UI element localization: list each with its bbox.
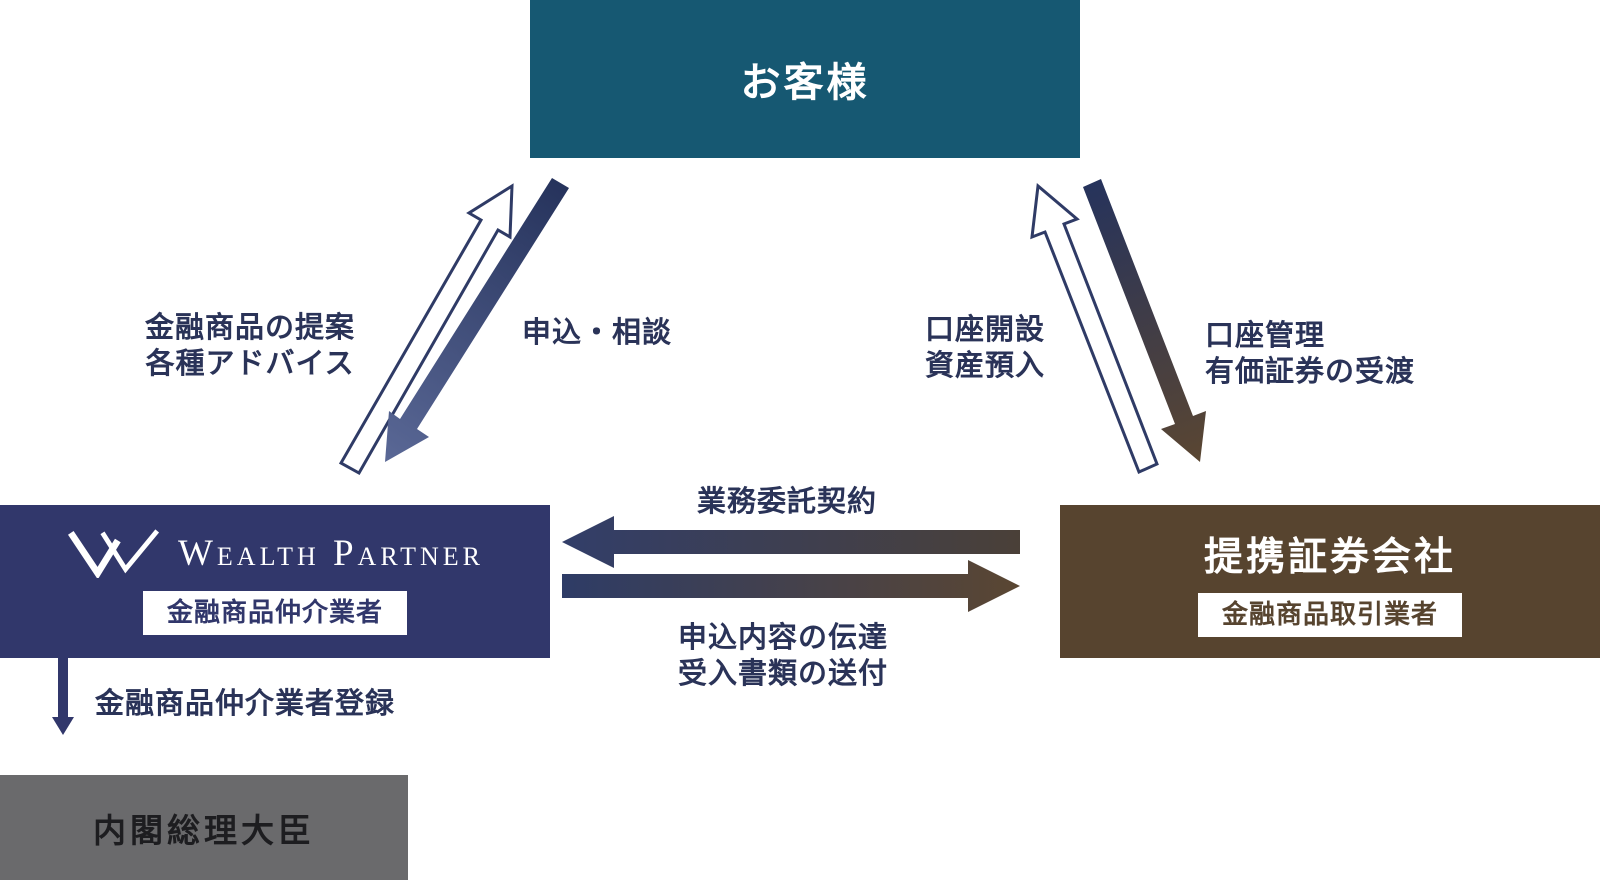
transmission-arrow xyxy=(562,560,1020,612)
application-arrow-label: 申込・相談 xyxy=(522,315,672,351)
application-line1: 申込・相談 xyxy=(522,317,673,349)
regulator-label: 内閣総理大臣 xyxy=(93,811,315,849)
outsourcing-line1: 業務委託契約 xyxy=(697,486,878,518)
proposal-arrow xyxy=(338,183,514,476)
application-arrow xyxy=(385,178,569,462)
account-management-line2: 有価証券の受渡 xyxy=(1205,356,1416,389)
transmission-line2: 受入書類の送付 xyxy=(678,658,889,691)
account-management-arrow xyxy=(1030,183,1159,475)
registration-arrow-label: 金融商品仲介業者登録 xyxy=(95,686,395,722)
account-opening-line2: 資産預入 xyxy=(925,350,1046,383)
registration-line1: 金融商品仲介業者登録 xyxy=(95,688,396,720)
securities-box: 提携証券会社 金融商品取引業者 xyxy=(1060,505,1600,658)
wealth-partner-brand-name: Wealth Partner xyxy=(178,532,484,574)
customer-label: お客様 xyxy=(740,61,870,105)
proposal-line1: 金融商品の提案 xyxy=(145,312,356,344)
customer-box: お客様 xyxy=(530,0,1080,158)
registration-arrow xyxy=(52,658,74,735)
wealth-partner-brand: Wealth Partner xyxy=(66,528,484,579)
transmission-arrow-label: 申込内容の伝達 受入書類の送付 xyxy=(678,620,888,693)
securities-role-chip: 金融商品取引業者 xyxy=(1197,593,1462,637)
regulator-box: 内閣総理大臣 xyxy=(0,775,408,880)
account-management-arrow-label: 口座管理 有価証券の受渡 xyxy=(1205,318,1415,391)
outsourcing-arrow-label: 業務委託契約 xyxy=(697,484,877,520)
account-management-line1: 口座管理 xyxy=(1205,320,1326,352)
account-opening-arrow-label: 口座開設 資産預入 xyxy=(925,312,1045,385)
account-opening-arrow xyxy=(1083,179,1206,462)
proposal-line2: 各種アドバイス xyxy=(145,348,355,381)
account-opening-line1: 口座開設 xyxy=(925,314,1046,346)
wealth-partner-box: Wealth Partner 金融商品仲介業者 xyxy=(0,505,550,658)
outsourcing-arrow xyxy=(562,516,1020,568)
transmission-line1: 申込内容の伝達 xyxy=(678,622,889,654)
securities-role-label: 金融商品取引業者 xyxy=(1221,599,1438,630)
proposal-arrow-label: 金融商品の提案 各種アドバイス xyxy=(145,310,355,383)
wealth-partner-role-chip: 金融商品仲介業者 xyxy=(142,591,407,635)
securities-name: 提携証券会社 xyxy=(1203,536,1456,580)
wealth-partner-role-label: 金融商品仲介業者 xyxy=(166,597,383,628)
wealth-partner-logo-icon xyxy=(68,529,160,579)
